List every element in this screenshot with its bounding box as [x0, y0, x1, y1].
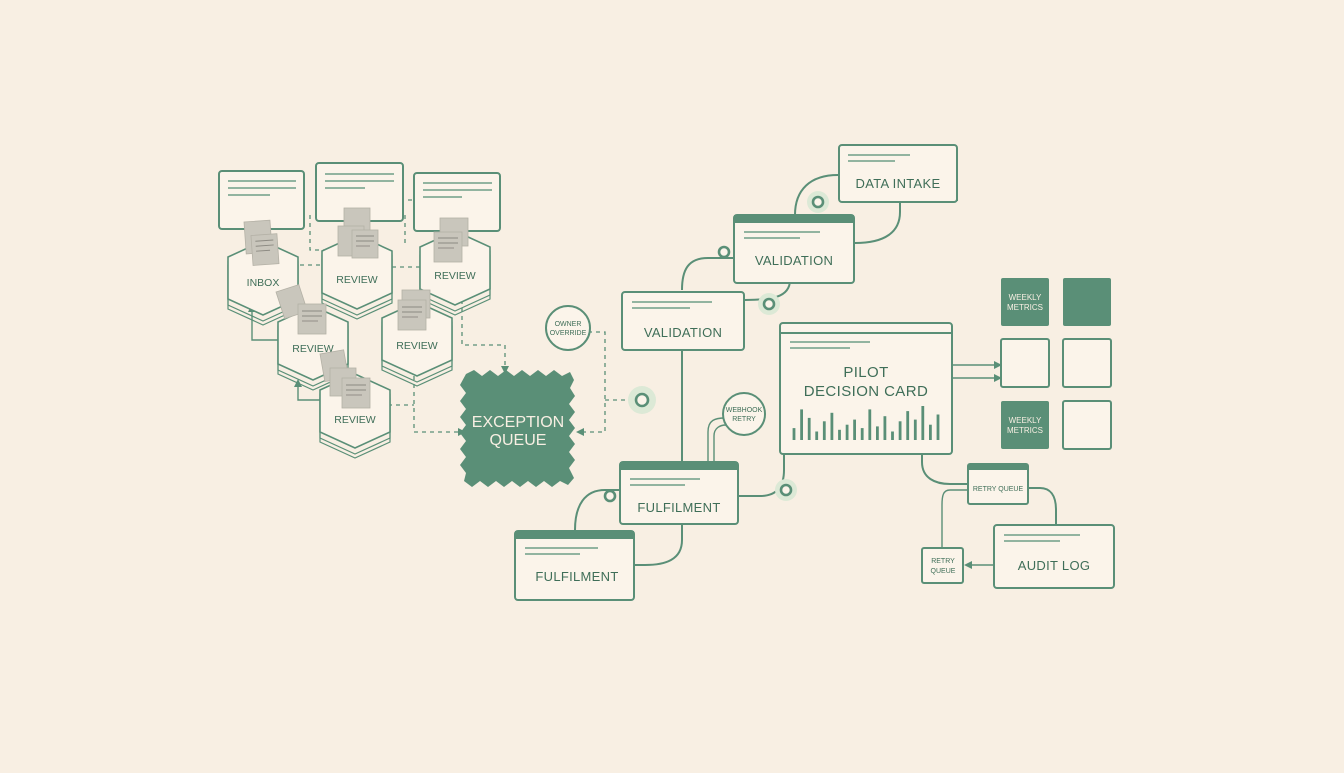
pilot-bar [876, 426, 879, 440]
review-1-label: REVIEW [336, 274, 378, 286]
pilot-bar [929, 424, 932, 440]
data-intake-label: DATA INTAKE [856, 176, 941, 191]
retry-queue-2-label-2: QUEUE [931, 568, 956, 575]
weekly-metrics-2-label-1: WEEKLY [1009, 416, 1042, 425]
exception-queue-node[interactable]: EXCEPTION QUEUE [460, 370, 575, 487]
pilot-bar [898, 421, 902, 440]
status-dot-4 [758, 293, 780, 315]
weekly-metrics-1-label-2: METRICS [1007, 303, 1043, 312]
pilot-bar [913, 419, 917, 440]
weekly-metrics-2-label-2: METRICS [1007, 426, 1043, 435]
pilot-bar [906, 411, 910, 440]
weekly-metrics-tile-1[interactable]: WEEKLY METRICS [1001, 278, 1049, 326]
paper-stacks [243, 207, 469, 409]
review-2-label: REVIEW [434, 270, 476, 282]
pilot-bar [830, 412, 834, 440]
metrics-tile-filled[interactable] [1063, 278, 1111, 326]
status-dot-3 [717, 245, 731, 259]
pilot-decision-card[interactable]: PILOT DECISION CARD [779, 322, 953, 455]
owner-override-label-1: OWNER [555, 321, 582, 328]
fulfilment-card-1[interactable]: FULFILMENT [619, 461, 739, 525]
top-card-1 [218, 170, 305, 230]
weekly-metrics-tile-2[interactable]: WEEKLY METRICS [1001, 401, 1049, 449]
status-dot-1 [628, 386, 656, 414]
data-intake-card[interactable]: DATA INTAKE [838, 144, 958, 203]
pilot-label-1: PILOT [843, 364, 888, 381]
pilot-bar [792, 428, 796, 440]
top-card-2 [315, 162, 404, 222]
pilot-bar [845, 424, 849, 440]
webhook-retry-badge[interactable]: WEBHOOK RETRY [722, 392, 766, 436]
weekly-metrics-1-label-1: WEEKLY [1009, 293, 1042, 302]
status-dot-2 [807, 191, 829, 213]
pilot-bar [822, 421, 826, 440]
status-dot-6 [775, 479, 797, 501]
audit-log-card[interactable]: AUDIT LOG [993, 524, 1115, 589]
pilot-bar [860, 428, 864, 440]
exception-queue-label-1: EXCEPTION [472, 414, 564, 431]
pilot-bar [807, 417, 811, 440]
validation-card-1[interactable]: VALIDATION [733, 214, 855, 284]
pilot-bar [891, 431, 894, 440]
bottom-right-connectors [921, 454, 1057, 569]
retry-queue-card-1[interactable]: RETRY QUEUE [967, 463, 1029, 505]
retry-queue-1-label: RETRY QUEUE [973, 486, 1024, 493]
metrics-tile-empty-1[interactable] [1000, 338, 1050, 388]
retry-queue-2-label-1: RETRY [931, 558, 955, 565]
pilot-bar [853, 419, 856, 440]
review-5-label: REVIEW [334, 414, 376, 426]
metrics-tile-empty-2[interactable] [1062, 338, 1112, 388]
owner-override-label-2: OVERRIDE [550, 330, 587, 337]
pilot-bar [936, 414, 940, 440]
review-4-label: REVIEW [396, 340, 438, 352]
owner-override-badge[interactable]: OWNER OVERRIDE [545, 305, 591, 351]
metrics-tile-empty-3[interactable] [1062, 400, 1112, 450]
audit-log-label: AUDIT LOG [1018, 558, 1091, 573]
pilot-bar [883, 416, 887, 440]
fulfilment-2-label: FULFILMENT [535, 569, 618, 584]
review-3-label: REVIEW [292, 343, 334, 355]
webhook-label-2: RETRY [732, 416, 756, 423]
fulfilment-card-2[interactable]: FULFILMENT [514, 530, 635, 601]
pilot-bar-chart [792, 406, 940, 440]
metrics-grid: WEEKLY METRICS WEEKLY METRICS [1000, 278, 1112, 450]
inbox-label: INBOX [247, 277, 280, 289]
status-dot-5 [603, 489, 617, 503]
validation-1-label: VALIDATION [755, 253, 833, 268]
validation-2-label: VALIDATION [644, 325, 722, 340]
pilot-bar [868, 409, 872, 440]
pilot-bar [800, 409, 803, 440]
pilot-bar [921, 406, 925, 440]
validation-card-2[interactable]: VALIDATION [621, 291, 745, 351]
pilot-to-metrics-arrows [952, 361, 1002, 382]
fulfilment-1-label: FULFILMENT [637, 500, 720, 515]
pilot-bar [838, 429, 841, 440]
pilot-label-2: DECISION CARD [804, 383, 928, 400]
pilot-bar [815, 431, 819, 440]
exception-queue-label-2: QUEUE [490, 432, 547, 449]
retry-queue-card-2[interactable]: RETRY QUEUE [921, 547, 964, 584]
webhook-label-1: WEBHOOK [726, 407, 763, 414]
